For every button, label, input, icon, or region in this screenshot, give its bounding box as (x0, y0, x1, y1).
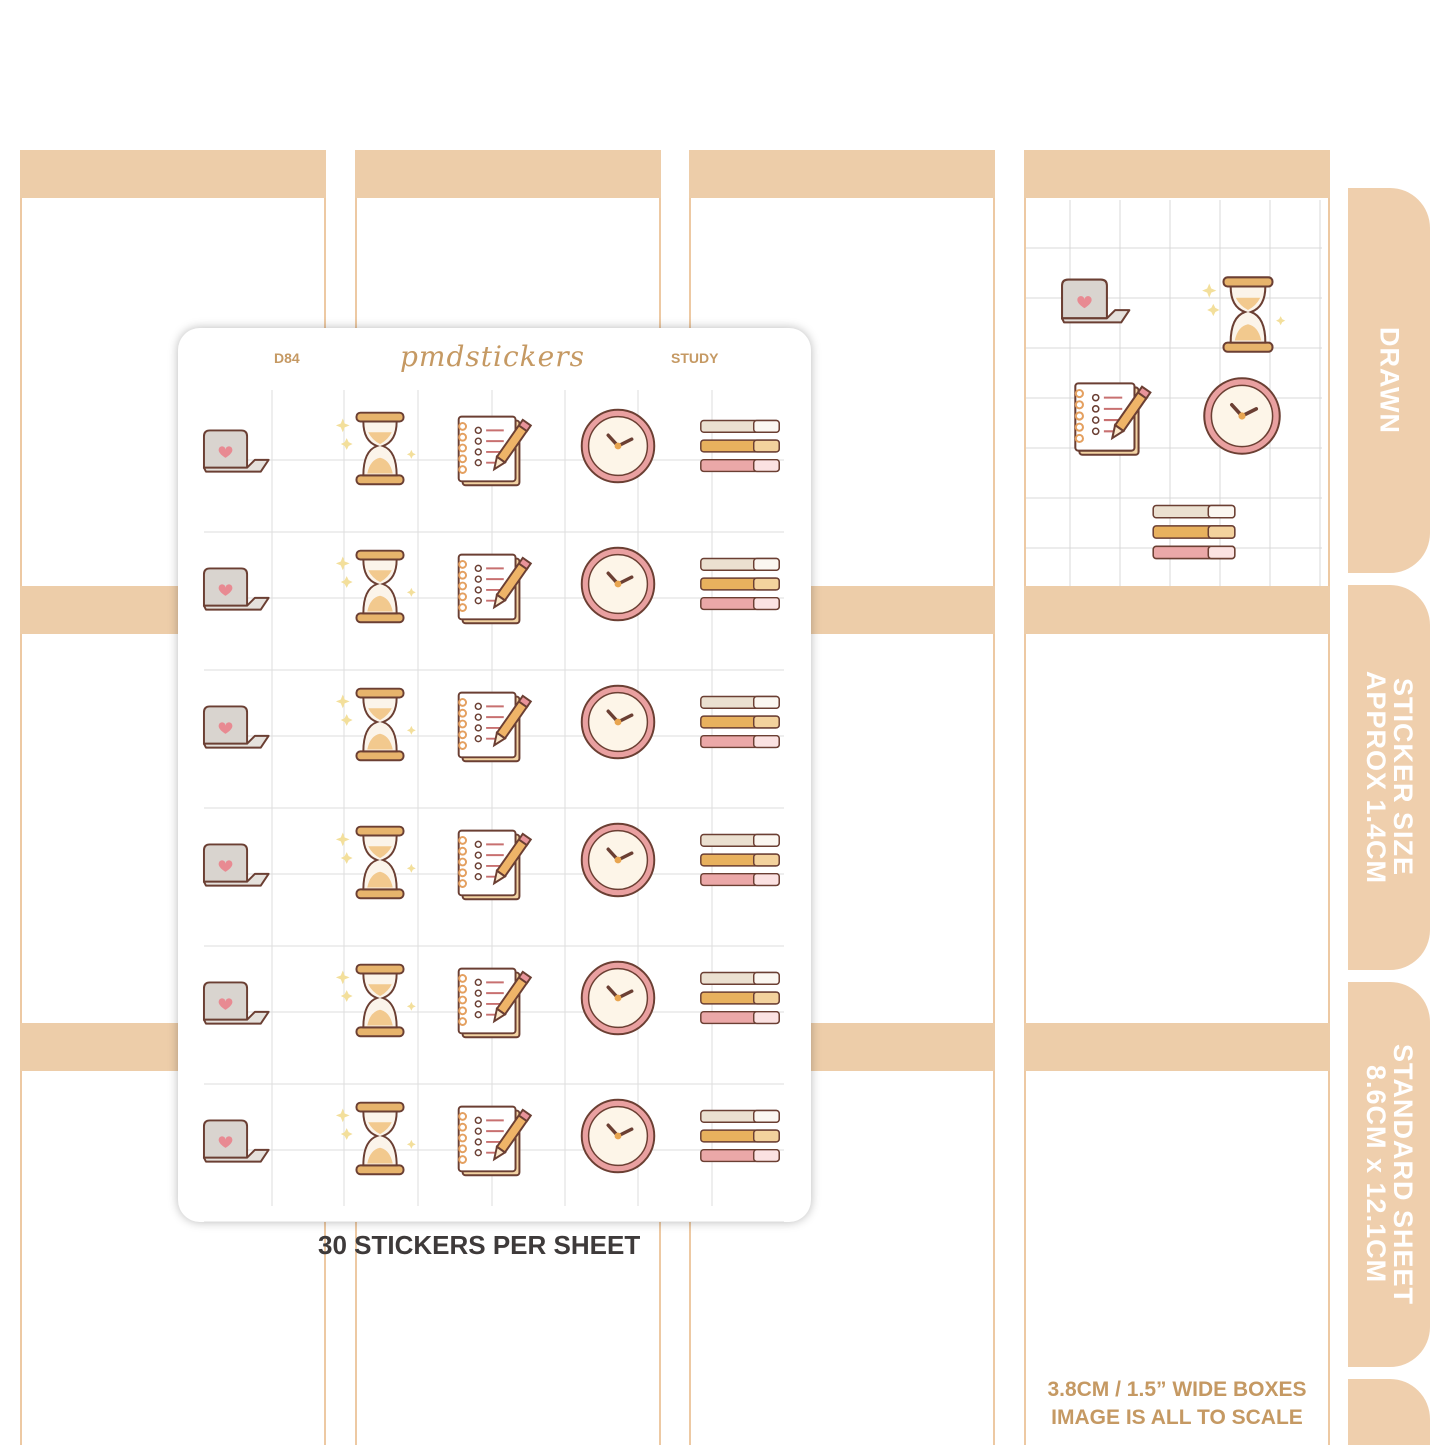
books-icon (700, 971, 780, 1025)
tab-standard-sheet-label: STANDARD SHEET 8.6CM x 12.1CM (1361, 1043, 1418, 1305)
hourglass-icon (335, 549, 416, 624)
hourglass-icon (335, 1101, 416, 1176)
tab-drawn: DRAWN (1348, 188, 1430, 573)
hourglass-icon (1202, 276, 1286, 353)
laptop-icon (202, 429, 270, 473)
notebook-pencil-icon (457, 967, 533, 1039)
notebook-pencil-icon (457, 829, 533, 901)
notebook-pencil-icon (457, 691, 533, 763)
laptop-icon (202, 705, 270, 749)
clock-icon (580, 684, 656, 760)
tab-sticker-size: STICKER SIZE APPROX 1.4CM (1348, 585, 1430, 970)
scale-note: IMAGE IS ALL TO SCALE (1051, 1406, 1303, 1429)
books-icon (700, 419, 780, 473)
tab-sticker-size-label: STICKER SIZE APPROX 1.4CM (1361, 670, 1418, 885)
books-icon (700, 1109, 780, 1163)
laptop-icon (202, 843, 270, 887)
clock-icon (580, 408, 656, 484)
hourglass-icon (335, 963, 416, 1038)
clock-icon (580, 546, 656, 622)
clock-icon (580, 960, 656, 1036)
laptop-icon (202, 981, 270, 1025)
books-icon (700, 833, 780, 887)
column-header-band (689, 150, 995, 198)
notebook-pencil-icon (457, 415, 533, 487)
brand-logo: pmdstickers (400, 340, 585, 373)
box-width-note: 3.8CM / 1.5” WIDE BOXES (1047, 1378, 1307, 1401)
clock-icon (1203, 377, 1281, 455)
column-header-band (1024, 150, 1330, 198)
column-divider-band (1024, 586, 1330, 634)
column-header-band (355, 150, 661, 198)
column-divider-band (1024, 1023, 1330, 1071)
books-icon (700, 557, 780, 611)
books-icon (1152, 504, 1236, 560)
sheet-theme: STUDY (671, 350, 719, 366)
tab-partial (1348, 1379, 1430, 1445)
laptop-icon (202, 567, 270, 611)
drawn-preview (1026, 200, 1322, 586)
books-icon (700, 695, 780, 749)
clock-icon (580, 1098, 656, 1174)
hourglass-icon (335, 825, 416, 900)
sticker-sheet: D84 pmdstickers STUDY (178, 328, 811, 1222)
notebook-pencil-icon (457, 1105, 533, 1177)
notebook-pencil-icon (457, 553, 533, 625)
hourglass-icon (335, 687, 416, 762)
planner-column-4 (1024, 150, 1330, 1445)
hourglass-icon (335, 411, 416, 486)
stickers-per-sheet-label: 30 STICKERS PER SHEET (318, 1230, 641, 1260)
sticker-grid (202, 390, 784, 1222)
sheet-code: D84 (274, 350, 300, 366)
laptop-icon (202, 1119, 270, 1163)
notebook-pencil-icon (1074, 382, 1152, 456)
column-header-band (20, 150, 326, 198)
tab-drawn-label: DRAWN (1374, 327, 1405, 434)
laptop-icon (1061, 278, 1131, 324)
clock-icon (580, 822, 656, 898)
tab-standard-sheet: STANDARD SHEET 8.6CM x 12.1CM (1348, 982, 1430, 1367)
